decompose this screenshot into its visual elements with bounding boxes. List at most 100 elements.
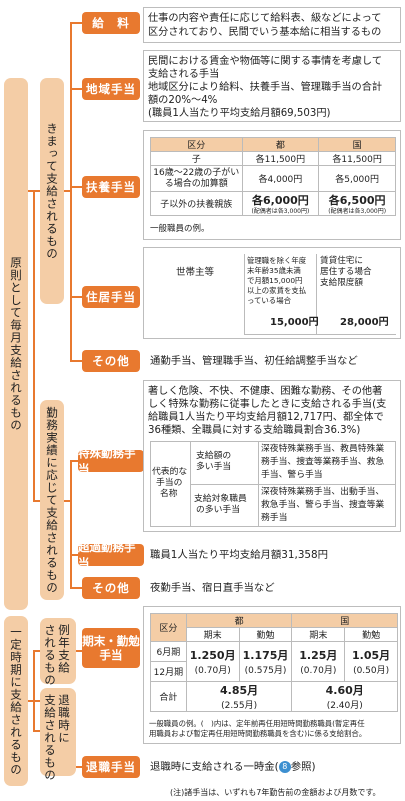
housing-tokyo-amount: 15,000円 — [270, 317, 319, 328]
bonus-total-kuni-value: 4.60月 — [325, 684, 364, 697]
connector — [70, 460, 72, 588]
family-row-3-to-amount: 各6,000円 — [251, 194, 309, 207]
bonus-note-2: 用職員および暫定再任用短時間勤務職員を含む)に係る支給割合。 — [149, 729, 367, 738]
footnote: (注)諸手当は、いずれも7年勤告前の金額および月数です。 — [170, 788, 381, 797]
group-monthly-label: 原則として毎月支給されるもの — [9, 256, 23, 432]
special-many-amount-v2: 務手当、捜査等業務手当、救急 — [261, 457, 385, 467]
connector — [76, 650, 82, 652]
bonus-kuni-kinben: 1.05月 (0.50月) — [344, 641, 398, 682]
label-bonus-line-1: 期末・勤勉 — [82, 634, 140, 648]
family-row-3-kuni-note: (配偶者は各3,000円) — [328, 208, 387, 215]
other-1-text: 通勤手当、管理職手当、初任給調整手当など — [150, 355, 358, 367]
special-many-staff-2: の多い手当 — [196, 505, 240, 515]
group-periodic: 一定時期に支給されるもの — [4, 616, 28, 786]
bonus-kuni-kinben-value: 1.05月 — [352, 649, 391, 662]
housing-divider-1 — [244, 254, 245, 334]
regional-box: 民間における賃金や物価等に関する事情を考慮して 支給される手当 地域区分により給… — [143, 50, 401, 122]
group-yearly-label-2: されるもの — [43, 624, 57, 687]
special-rep-3: 名称 — [160, 489, 178, 499]
bonus-box: 区分 都 国 期末 勤勉 期末 勤勉 6月期 1.250月 (0.70月) 1.… — [143, 606, 401, 744]
special-many-staff-v2: 救急手当、警ら手当、捜査等業 — [261, 500, 385, 510]
special-text-3: 給職員1人当たり平均支給月額12,717円、都全体で — [148, 412, 384, 423]
label-regional: 地域手当 — [82, 78, 140, 100]
family-box: 区分 都 国 子 各11,500円 各11,500円 16歳〜22歳の子がいる場… — [143, 130, 401, 240]
group-yearly: 例年支給 されるもの — [40, 618, 76, 687]
bonus-to-kinben: 1.175月 (0.575月) — [238, 641, 293, 682]
label-other-1: その他 — [82, 350, 140, 372]
bonus-to-kimatsu: 1.250月 (0.70月) — [185, 641, 240, 682]
bonus-total-to: 4.85月 (2.55月) — [185, 681, 293, 712]
label-special: 特殊勤務手当 — [78, 446, 144, 476]
special-text-4: 36種類、全職員に対する支給職員割合36.3%) — [148, 425, 361, 436]
label-housing: 住居手当 — [82, 286, 140, 308]
bonus-total-to-note: (2.55月) — [221, 701, 258, 711]
housing-kuni-1: 賃貸住宅に — [320, 256, 363, 266]
housing-tokyo-5: っている場合 — [247, 296, 291, 305]
connector — [33, 190, 35, 502]
connector — [70, 88, 82, 90]
family-row-3-to: 各6,000円 (配偶者は各3,000円) — [241, 191, 320, 216]
special-text-2: しく特殊な勤務に従事したときに支給される手当(支 — [148, 399, 387, 410]
group-fixed: きまって支給されるもの — [40, 78, 64, 304]
housing-bottom-line — [244, 334, 396, 335]
housing-tokyo-4: 以上の家賃を支払 — [247, 286, 307, 295]
bonus-th-kuni-kinben: 勤勉 — [344, 627, 398, 642]
label-overtime: 超過勤務手当 — [78, 540, 144, 570]
bonus-table: 区分 都 国 期末 勤勉 期末 勤勉 6月期 1.250月 (0.70月) 1.… — [150, 613, 398, 712]
housing-tokyo-3: で月額15,000円 — [247, 276, 303, 285]
bonus-th-to-kinben: 勤勉 — [238, 627, 293, 642]
salary-text-2: 区分されており、民間でいう基本給に相当するもの — [148, 27, 382, 38]
connector — [70, 296, 82, 298]
retire-text-after: 参照) — [290, 761, 316, 773]
special-many-amount-2: 多い手当 — [196, 462, 232, 472]
special-many-amount-1: 支給額の — [196, 451, 232, 461]
bonus-total-kuni: 4.60月 (2.40月) — [291, 681, 398, 712]
label-family: 扶養手当 — [82, 176, 140, 198]
bonus-kuni-kinben-note: (0.50月) — [353, 666, 390, 676]
housing-kuni-amount: 28,000円 — [340, 317, 389, 328]
label-retire: 退職手当 — [82, 756, 140, 778]
connector — [70, 587, 82, 589]
regional-text-3: 地域区分により給料、扶養手当、管理職手当の合計 — [148, 82, 383, 93]
special-text-1: 著しく危険、不快、不健康、困難な勤務、その他著 — [148, 386, 383, 397]
bonus-total-to-value: 4.85月 — [220, 684, 259, 697]
group-periodic-label: 一定時期に支給されるもの — [9, 626, 23, 776]
family-row-3-to-note: (配偶者は各3,000円) — [251, 208, 310, 215]
housing-row-label: 世帯主等 — [176, 267, 215, 278]
connector — [64, 500, 72, 502]
regional-text-1: 民間における賃金や物価等に関する事情を考慮して — [148, 56, 383, 67]
special-many-staff-v3: 務手当 — [261, 513, 288, 523]
bonus-th-kuni: 国 — [291, 613, 398, 628]
group-monthly: 原則として毎月支給されるもの — [4, 78, 28, 610]
connector — [33, 500, 40, 502]
connector — [70, 460, 82, 462]
family-row-2-to: 各4,000円 — [241, 165, 320, 192]
overtime-text: 職員1人当たり平均支給月額31,358円 — [150, 549, 329, 561]
connector — [70, 186, 82, 188]
family-row-1-kuni: 各11,500円 — [318, 151, 396, 166]
salary-box: 仕事の内容や責任に応じて給料表、級などによって 区分されており、民間でいう基本給… — [143, 7, 401, 43]
family-row-3-kubun: 子以外の扶養親族 — [150, 191, 243, 216]
section-number-badge[interactable]: 8 — [278, 761, 291, 773]
family-th-kuni: 国 — [318, 137, 396, 152]
label-bonus: 期末・勤勉 手当 — [82, 628, 140, 668]
salary-text-1: 仕事の内容や責任に応じて給料表、級などによって — [148, 13, 382, 24]
regional-text-2: 支給される手当 — [148, 69, 220, 80]
bonus-to-kinben-value: 1.175月 — [242, 649, 289, 662]
bonus-to-kimatsu-value: 1.250月 — [189, 649, 236, 662]
group-retire-label-1: 退職時に — [57, 694, 71, 744]
bonus-th-kubun: 区分 — [150, 613, 187, 642]
special-many-staff-v1: 深夜特殊業務手当、出動手当、 — [261, 487, 385, 497]
group-fixed-label: きまって支給されるもの — [45, 122, 59, 260]
family-table: 区分 都 国 子 各11,500円 各11,500円 16歳〜22歳の子がいる場… — [150, 137, 396, 216]
connector — [70, 554, 82, 556]
special-many-amount-v3: 手当、警ら手当 — [261, 470, 323, 480]
family-th-kubun: 区分 — [150, 137, 243, 152]
family-row-2-kubun: 16歳〜22歳の子がいる場合の加算額 — [150, 165, 243, 192]
special-h-line — [190, 484, 396, 485]
connector — [33, 650, 35, 732]
bonus-row-june-label: 6月期 — [150, 641, 187, 662]
bonus-row-dec-label: 12月期 — [150, 661, 187, 682]
group-yearly-label-1: 例年支給 — [57, 624, 71, 674]
